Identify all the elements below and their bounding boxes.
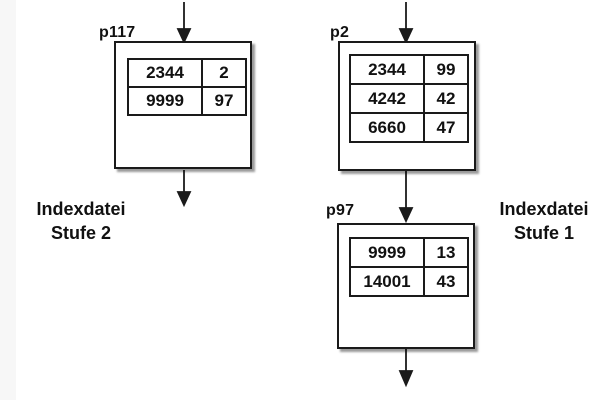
caption-line: Stufe 2 [50, 223, 111, 243]
table-cell-pointer: 13 [423, 237, 469, 268]
table-cell-key: 4242 [349, 83, 425, 114]
table-row: 2344 2 [127, 58, 247, 88]
node-p117-box: 2344 2 9999 97 [114, 41, 252, 169]
table-cell-pointer: 2 [201, 58, 247, 88]
arrow-into-p117-icon [176, 2, 192, 45]
table-cell-key: 6660 [349, 112, 425, 143]
caption-index-level-2: Indexdatei Stufe 2 [8, 197, 154, 245]
table-cell-pointer: 42 [423, 83, 469, 114]
arrow-p2-to-p97-icon [398, 169, 414, 224]
arrow-out-p117-icon [176, 170, 192, 208]
node-p97-box: 9999 13 14001 43 [337, 223, 475, 349]
node-p2-box: 2344 99 4242 42 6660 47 [338, 41, 476, 171]
table-row: 2344 99 [349, 54, 469, 85]
table-cell-key: 9999 [349, 237, 425, 268]
node-p2-table: 2344 99 4242 42 6660 47 [349, 54, 469, 143]
table-cell-pointer: 47 [423, 112, 469, 143]
table-row: 6660 47 [349, 112, 469, 143]
table-cell-key: 2344 [127, 58, 203, 88]
node-p97-table: 9999 13 14001 43 [349, 237, 469, 297]
arrow-into-p2-icon [398, 2, 414, 45]
table-cell-key: 14001 [349, 266, 425, 297]
node-p117-label: p117 [99, 24, 136, 41]
caption-line: Indexdatei [499, 199, 589, 219]
table-row: 9999 13 [349, 237, 469, 268]
page-edge-strip [0, 0, 16, 400]
table-row: 14001 43 [349, 266, 469, 297]
table-cell-key: 9999 [127, 86, 203, 116]
node-p117-table: 2344 2 9999 97 [127, 58, 247, 116]
caption-line: Stufe 1 [513, 223, 574, 243]
table-cell-pointer: 99 [423, 54, 469, 85]
node-p97-label: p97 [326, 202, 355, 219]
table-cell-key: 2344 [349, 54, 425, 85]
caption-line: Indexdatei [36, 199, 126, 219]
caption-index-level-1: Indexdatei Stufe 1 [483, 197, 605, 245]
node-p2-label: p2 [330, 24, 350, 41]
table-row: 4242 42 [349, 83, 469, 114]
table-cell-pointer: 97 [201, 86, 247, 116]
arrow-out-p97-icon [398, 349, 414, 388]
table-cell-pointer: 43 [423, 266, 469, 297]
table-row: 9999 97 [127, 86, 247, 116]
